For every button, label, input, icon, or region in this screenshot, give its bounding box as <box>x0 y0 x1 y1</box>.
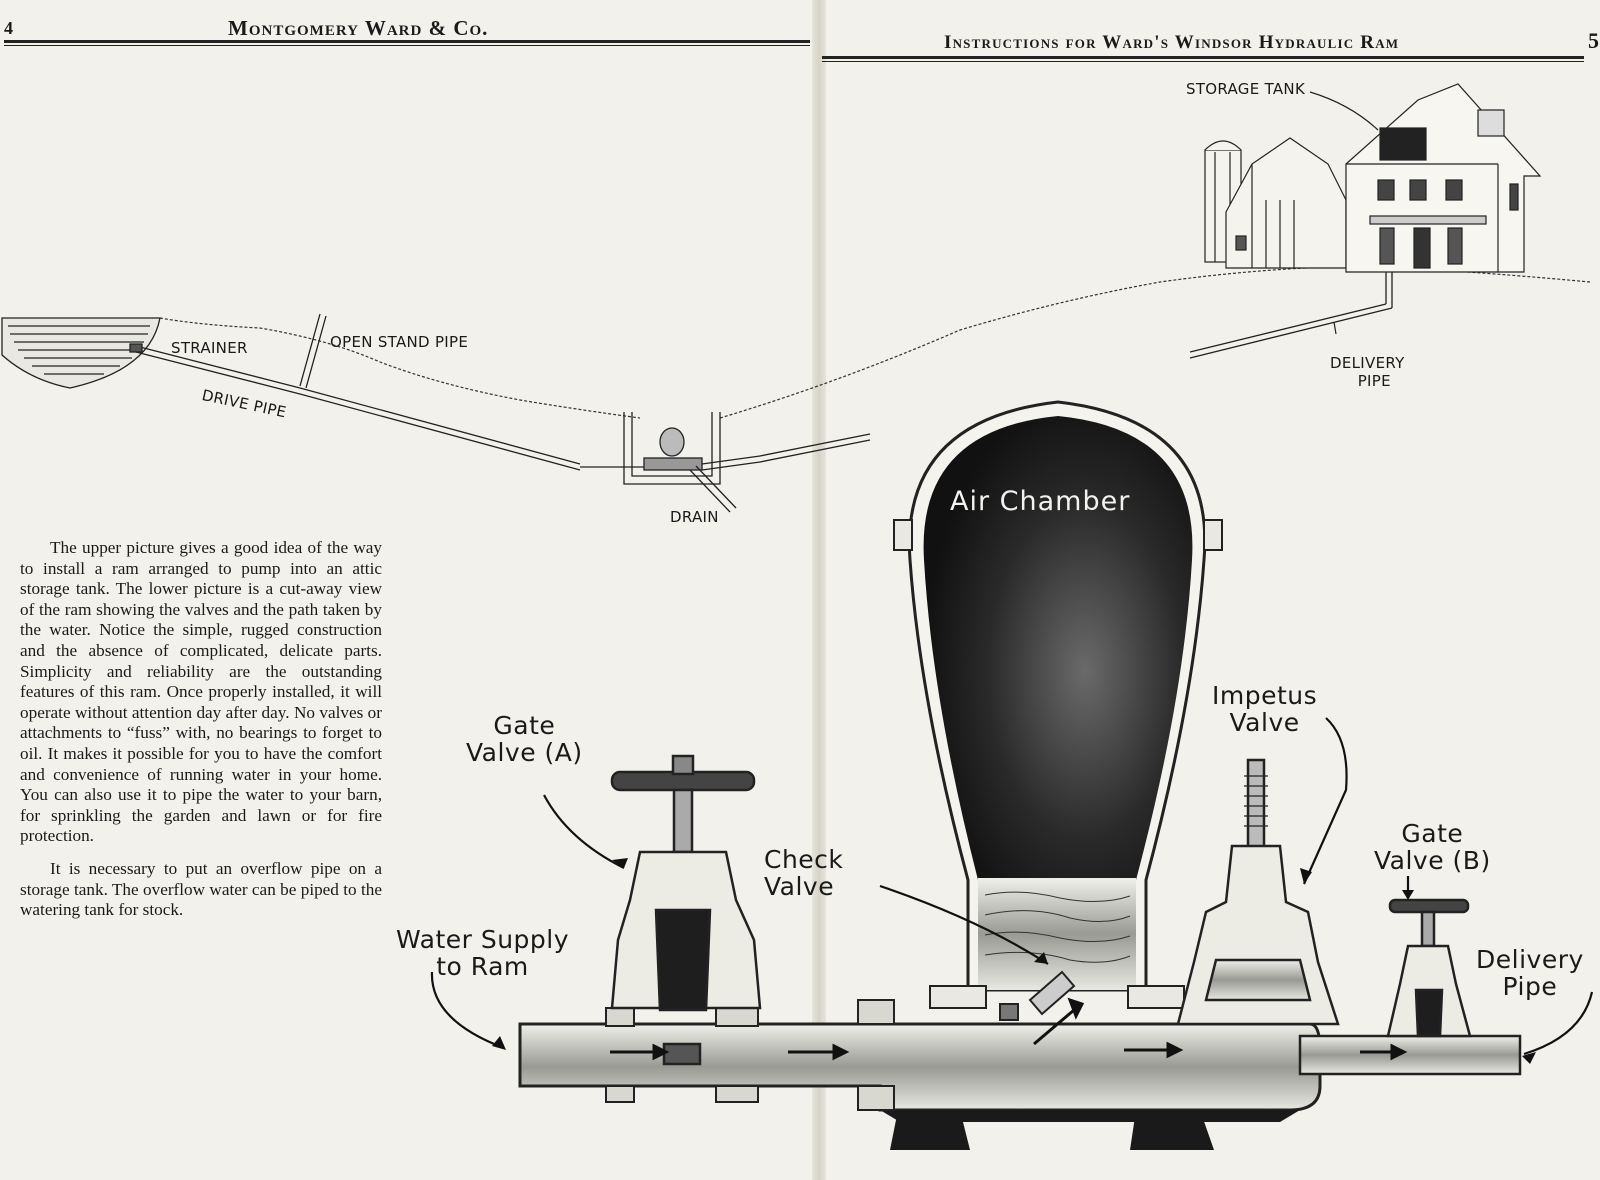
right-page: Instructions for Ward's Windsor Hydrauli… <box>818 0 1600 1180</box>
water-supply-label-line1: Water Supply <box>396 925 570 954</box>
impetus-valve-label-line2: Valve <box>1229 708 1300 737</box>
page-gutter <box>812 0 826 1180</box>
check-valve-label: Check Valve <box>764 846 843 900</box>
air-chamber-label: Air Chamber <box>950 486 1131 517</box>
paragraph-2: It is necessary to put an overflow pipe … <box>20 858 382 920</box>
barn-icon <box>1225 137 1347 269</box>
delivery-pipe-cutaway-label-line1: Delivery <box>1476 945 1584 974</box>
callout-arrows <box>430 717 1594 1056</box>
water-supply-label-line2: to Ram <box>436 952 529 981</box>
ground-line <box>159 317 641 419</box>
storage-tank-label: STORAGE TANK <box>1186 80 1306 98</box>
page-number-right: 5 <box>1588 28 1599 53</box>
check-valve-label-line2: Valve <box>764 872 835 901</box>
inlet-couplings <box>605 999 895 1111</box>
drain-label: DRAIN <box>670 508 719 526</box>
impetus-valve-label-line1: Impetus <box>1212 681 1318 710</box>
pond-icon <box>1 317 161 389</box>
ram-pit <box>580 412 761 513</box>
delivery-pipe-line <box>759 270 1393 463</box>
ram-body-pipe <box>518 1022 1322 1112</box>
gate-valve-b-label-line1: Gate <box>1401 819 1464 848</box>
open-stand-pipe-label: OPEN STAND PIPE <box>330 333 469 351</box>
delivery-pipe-label: DELIVERY PIPE <box>1330 354 1405 390</box>
gate-valve-b-label: Gate Valve (B) <box>1374 820 1491 874</box>
drive-pipe <box>129 343 581 471</box>
page-number-left: 4 <box>4 18 13 38</box>
ground-line-right <box>719 265 1591 419</box>
running-head-right: Instructions for Ward's Windsor Hydrauli… <box>944 32 1400 53</box>
paragraph-1: The upper picture gives a good idea of t… <box>20 538 382 846</box>
strainer-label: STRAINER <box>171 339 248 357</box>
delivery-pipe-label-line1: DELIVERY <box>1330 354 1405 372</box>
air-chamber-interior <box>923 416 1193 880</box>
gate-valve-a-icon <box>610 754 762 1066</box>
gate-valve-a-label: Gate Valve (A) <box>466 712 583 766</box>
check-valve-icon <box>999 970 1076 1021</box>
delivery-pipe-cutaway-label-line2: Pipe <box>1502 972 1558 1001</box>
left-page: 4 Montgomery Ward & Co. The upper pictur… <box>4 16 810 933</box>
delivery-pipe-label-line2: PIPE <box>1357 372 1391 390</box>
gate-valve-b-label-line2: Valve (B) <box>1374 846 1491 875</box>
delivery-pipe-cutaway-label: Delivery Pipe <box>1476 946 1584 1000</box>
stand-pipe <box>299 313 327 389</box>
gate-valve-a-label-line2: Valve (A) <box>466 738 583 767</box>
flow-arrows <box>610 997 1408 1061</box>
header-rule-left <box>4 40 810 46</box>
callout-arrowheads <box>492 858 1536 1064</box>
gate-valve-a-label-line1: Gate <box>493 711 556 740</box>
installation-diagram <box>1 83 1591 513</box>
storage-tank-icon <box>1379 127 1427 161</box>
chamber-flanges <box>893 519 1223 1009</box>
house-icon <box>1345 83 1542 273</box>
running-head-left: Montgomery Ward & Co. <box>228 16 489 40</box>
delivery-side-pipe <box>1298 1034 1522 1076</box>
impetus-valve-icon <box>1176 758 1340 1026</box>
chamber-water <box>978 878 1136 990</box>
strainer-icon <box>129 343 143 353</box>
ram-cutaway-diagram <box>430 400 1594 1150</box>
impetus-valve-label: Impetus Valve <box>1212 682 1317 736</box>
header-rule-right <box>822 56 1584 62</box>
check-valve-label-line1: Check <box>764 845 844 874</box>
leader-lines <box>1309 91 1379 335</box>
body-text: The upper picture gives a good idea of t… <box>20 538 382 933</box>
gate-valve-b-icon <box>1386 898 1472 1038</box>
water-supply-label: Water Supply to Ram <box>396 926 569 980</box>
water-ripples <box>984 891 1131 963</box>
ram-base <box>880 1110 1300 1150</box>
